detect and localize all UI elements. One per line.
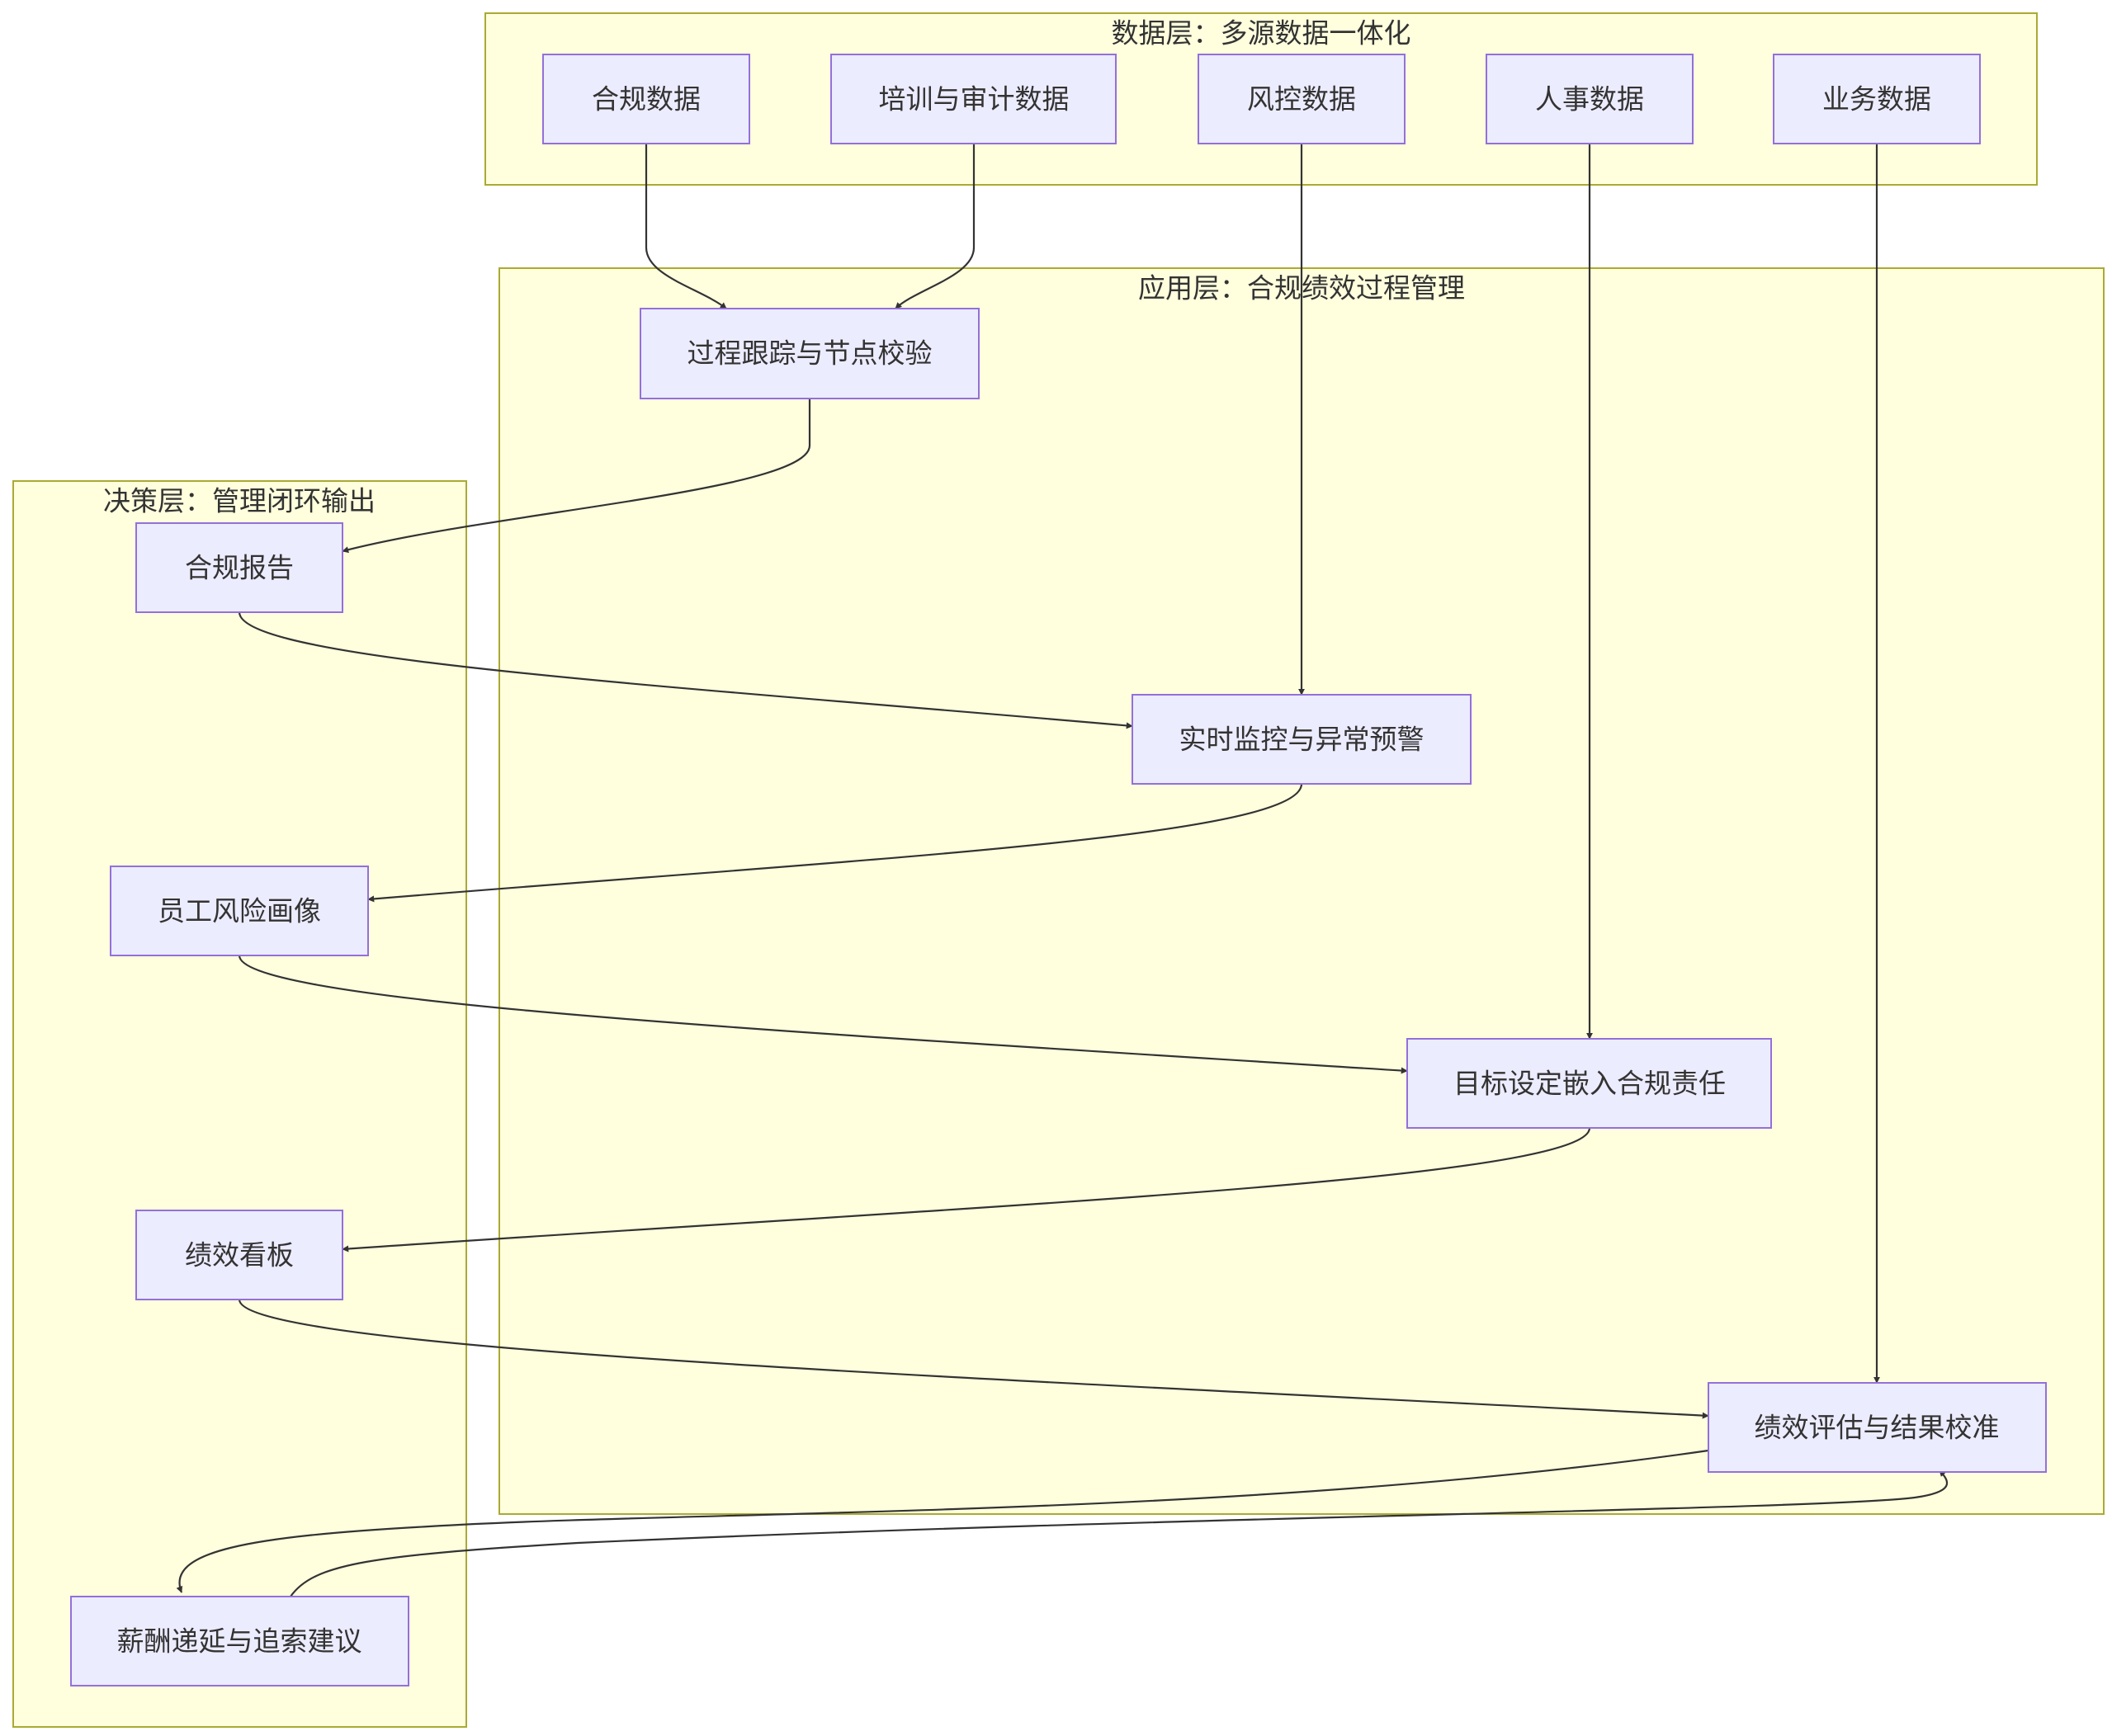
- node-risk-data[interactable]: 风控数据: [1198, 54, 1406, 144]
- edge-compliance-data-to-process-tracking: [645, 144, 727, 309]
- node-process-tracking-label: 过程跟踪与节点校验: [687, 337, 933, 370]
- node-compliance-report-label: 合规报告: [185, 552, 294, 584]
- edge-compensation-deferral-to-performance-evaluation: [290, 1469, 1949, 1597]
- edge-realtime-monitoring-to-employee-risk-profile: [367, 783, 1303, 903]
- edges: [176, 144, 1949, 1597]
- edge-performance-evaluation-to-compensation-deferral: [176, 1449, 1709, 1593]
- node-compensation-deferral[interactable]: 薪酬递延与追索建议: [70, 1596, 409, 1686]
- node-goal-setting-label: 目标设定嵌入合规责任: [1453, 1068, 1726, 1100]
- node-compensation-deferral-label: 薪酬递延与追索建议: [117, 1625, 362, 1658]
- node-business-data-label: 业务数据: [1822, 83, 1931, 116]
- node-realtime-monitoring-label: 实时监控与异常预警: [1179, 724, 1425, 756]
- node-training-audit-data[interactable]: 培训与审计数据: [830, 54, 1117, 144]
- node-compliance-data-label: 合规数据: [592, 83, 701, 116]
- edge-compliance-report-to-realtime-monitoring: [238, 611, 1133, 729]
- node-hr-data-label: 人事数据: [1535, 83, 1644, 116]
- edge-performance-dashboard-to-performance-evaluation: [238, 1299, 1709, 1419]
- cluster-data-layer-title: 数据层：多源数据一体化: [1112, 17, 1411, 50]
- node-risk-data-label: 风控数据: [1247, 83, 1356, 116]
- node-compliance-report[interactable]: 合规报告: [135, 522, 343, 613]
- node-training-audit-data-label: 培训与审计数据: [879, 83, 1070, 116]
- cluster-decision-layer: 决策层：管理闭环输出: [12, 480, 467, 1728]
- cluster-decision-layer-title: 决策层：管理闭环输出: [103, 485, 376, 517]
- edge-training-audit-data-to-process-tracking: [895, 144, 976, 309]
- node-performance-evaluation-label: 绩效评估与结果校准: [1755, 1412, 2000, 1444]
- edge-goal-setting-to-performance-dashboard: [342, 1127, 1591, 1252]
- node-goal-setting[interactable]: 目标设定嵌入合规责任: [1406, 1038, 1772, 1129]
- node-hr-data[interactable]: 人事数据: [1486, 54, 1694, 144]
- node-employee-risk-profile[interactable]: 员工风险画像: [110, 866, 369, 956]
- edge-process-tracking-to-compliance-report: [342, 399, 811, 554]
- node-compliance-data[interactable]: 合规数据: [542, 54, 750, 144]
- node-realtime-monitoring[interactable]: 实时监控与异常预警: [1132, 694, 1472, 785]
- node-performance-dashboard-label: 绩效看板: [185, 1239, 294, 1271]
- node-performance-dashboard[interactable]: 绩效看板: [135, 1210, 343, 1300]
- node-process-tracking[interactable]: 过程跟踪与节点校验: [640, 308, 980, 399]
- edge-employee-risk-profile-to-goal-setting: [238, 955, 1408, 1074]
- node-employee-risk-profile-label: 员工风险画像: [158, 895, 321, 927]
- node-performance-evaluation[interactable]: 绩效评估与结果校准: [1708, 1382, 2047, 1473]
- node-business-data[interactable]: 业务数据: [1773, 54, 1981, 144]
